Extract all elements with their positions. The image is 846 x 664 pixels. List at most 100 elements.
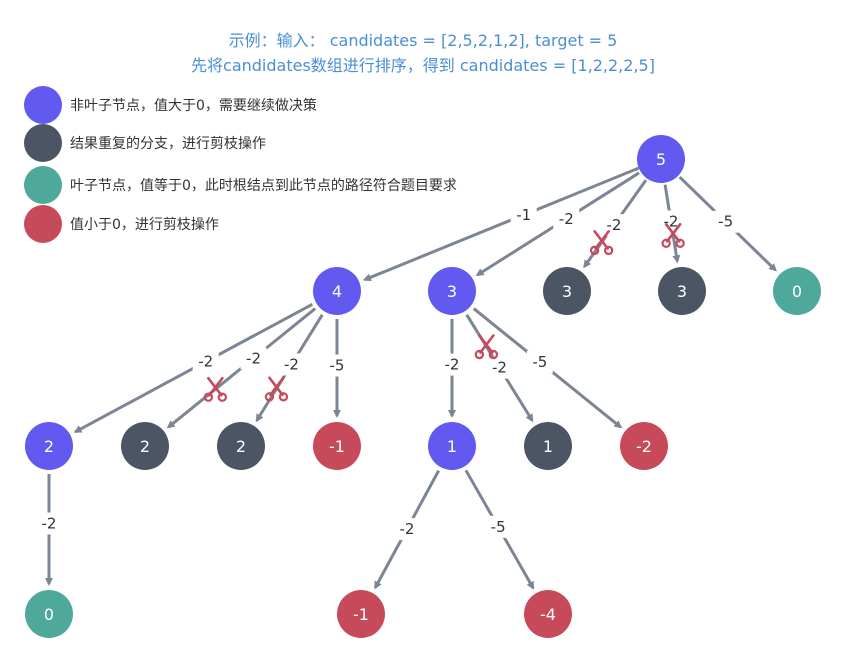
legend-text-negative: 值小于0，进行剪枝操作 — [70, 217, 219, 233]
node-label: 3 — [677, 282, 687, 301]
node-label: 0 — [44, 605, 54, 624]
edge-label: -1 — [516, 206, 531, 224]
scissors-icon — [661, 222, 685, 248]
tree-node-n3c: 3 — [658, 267, 706, 315]
edge-label-background — [278, 353, 305, 376]
title-line-2: 先将candidates数组进行排序，得到 candidates = [1,2,… — [191, 56, 655, 75]
node-circle — [428, 267, 476, 315]
node-label: 3 — [447, 282, 457, 301]
node-circle — [313, 267, 361, 315]
scissors-blade — [665, 222, 682, 243]
node-label: 4 — [332, 282, 342, 301]
scissors-icon — [203, 376, 228, 402]
title-line-1: 示例：输入： candidates = [2,5,2,1,2], target … — [228, 31, 618, 50]
scissors-handle — [589, 245, 600, 256]
scissors-handle — [661, 238, 671, 248]
scissors-blade — [208, 376, 224, 397]
node-circle — [773, 267, 821, 315]
edge-label-background — [324, 354, 350, 377]
edge-label: -2 — [198, 353, 213, 371]
scissors-blade — [479, 334, 495, 354]
node-label: 2 — [236, 437, 246, 456]
node-label: 2 — [44, 437, 54, 456]
edge-label: -2 — [445, 356, 460, 374]
tree-node-nm2: -2 — [620, 422, 668, 470]
tree-node-n0b: 0 — [25, 590, 73, 638]
tree-node-n0a: 0 — [773, 267, 821, 315]
tree-node-n2c: 2 — [217, 422, 265, 470]
node-label: 2 — [140, 437, 150, 456]
edge-label: -5 — [718, 213, 733, 231]
scissors-handle — [603, 245, 614, 256]
edge-label: -2 — [606, 216, 621, 234]
edge-label: -2 — [284, 355, 299, 373]
legend-dot-green — [24, 166, 62, 204]
legend-dot-red — [24, 205, 62, 243]
legend-text-non-leaf: 非叶子节点，值大于0，需要继续做决策 — [70, 98, 317, 114]
legend-text-duplicate: 结果重复的分支，进行剪枝操作 — [70, 136, 266, 152]
node-label: 1 — [543, 437, 553, 456]
legend-text-leaf: 叶子节点，值等于0，此时根结点到此节点的路径符合题目要求 — [70, 178, 457, 194]
edge-label: -5 — [491, 518, 506, 536]
tree-node-nm1a: -1 — [313, 422, 361, 470]
node-label: -1 — [353, 605, 369, 624]
edge-label-background — [600, 214, 627, 237]
node-circle — [313, 422, 361, 470]
tree-node-n3b: 3 — [543, 267, 591, 315]
scissors-handle — [264, 392, 275, 402]
edge-label-background — [712, 210, 739, 233]
node-circle — [25, 590, 73, 638]
scissors-handle — [217, 392, 228, 402]
tree-edge — [362, 166, 640, 282]
node-circle — [121, 422, 169, 470]
node-circle — [524, 590, 572, 638]
nodes-layer: 5 4 3 3 3 0 2 2 2 -1 1 1 -2 0 -1 -4 — [25, 135, 821, 638]
edge-label-background — [36, 512, 62, 535]
scissors-icon — [474, 334, 499, 360]
node-circle — [337, 590, 385, 638]
edge-label: -2 — [246, 349, 261, 367]
scissors-handle — [203, 392, 214, 402]
scissors-handle — [488, 349, 499, 360]
scissors-handle — [278, 392, 289, 402]
edge-label: -5 — [532, 353, 547, 371]
edges-layer: -1 -2 -2 -2 -5 -2 -2 -2 -5 -2 -2 -5 -2 -2 -5 — [36, 166, 777, 590]
edge-label: -2 — [492, 359, 507, 377]
node-circle — [637, 135, 685, 183]
node-label: -1 — [329, 437, 345, 456]
node-circle — [524, 422, 572, 470]
node-label: 0 — [792, 282, 802, 301]
tree-node-root: 5 — [637, 135, 685, 183]
tree-node-n2a: 2 — [25, 422, 73, 470]
edge-label-background — [553, 207, 580, 230]
tree-node-n1b: 1 — [524, 422, 572, 470]
tree-node-nm1b: -1 — [337, 590, 385, 638]
node-circle — [25, 422, 73, 470]
node-circle — [217, 422, 265, 470]
edge-label-background — [240, 347, 267, 370]
node-label: 5 — [656, 150, 666, 169]
scissors-handle — [474, 349, 485, 360]
tree-node-n3a: 3 — [428, 267, 476, 315]
edge-label: -2 — [42, 515, 57, 533]
tree-node-n4: 4 — [313, 267, 361, 315]
node-circle — [543, 267, 591, 315]
scissors-handle — [675, 238, 685, 248]
node-circle — [620, 422, 668, 470]
scissors-icon — [589, 230, 614, 256]
node-label: 3 — [562, 282, 572, 301]
tree-node-n1a: 1 — [428, 422, 476, 470]
legend-dot-dark — [24, 124, 62, 162]
edge-label: -2 — [399, 520, 414, 538]
edge-label-background — [439, 353, 465, 376]
node-circle — [658, 267, 706, 315]
scissors-blade — [594, 230, 610, 250]
node-label: 1 — [447, 437, 457, 456]
edge-label-background — [192, 350, 219, 373]
edge-label: -2 — [559, 210, 574, 228]
edge-label-background — [526, 350, 553, 373]
node-label: -4 — [540, 605, 556, 624]
legend-dot-purple — [24, 86, 62, 124]
edge-label: -5 — [330, 357, 345, 375]
